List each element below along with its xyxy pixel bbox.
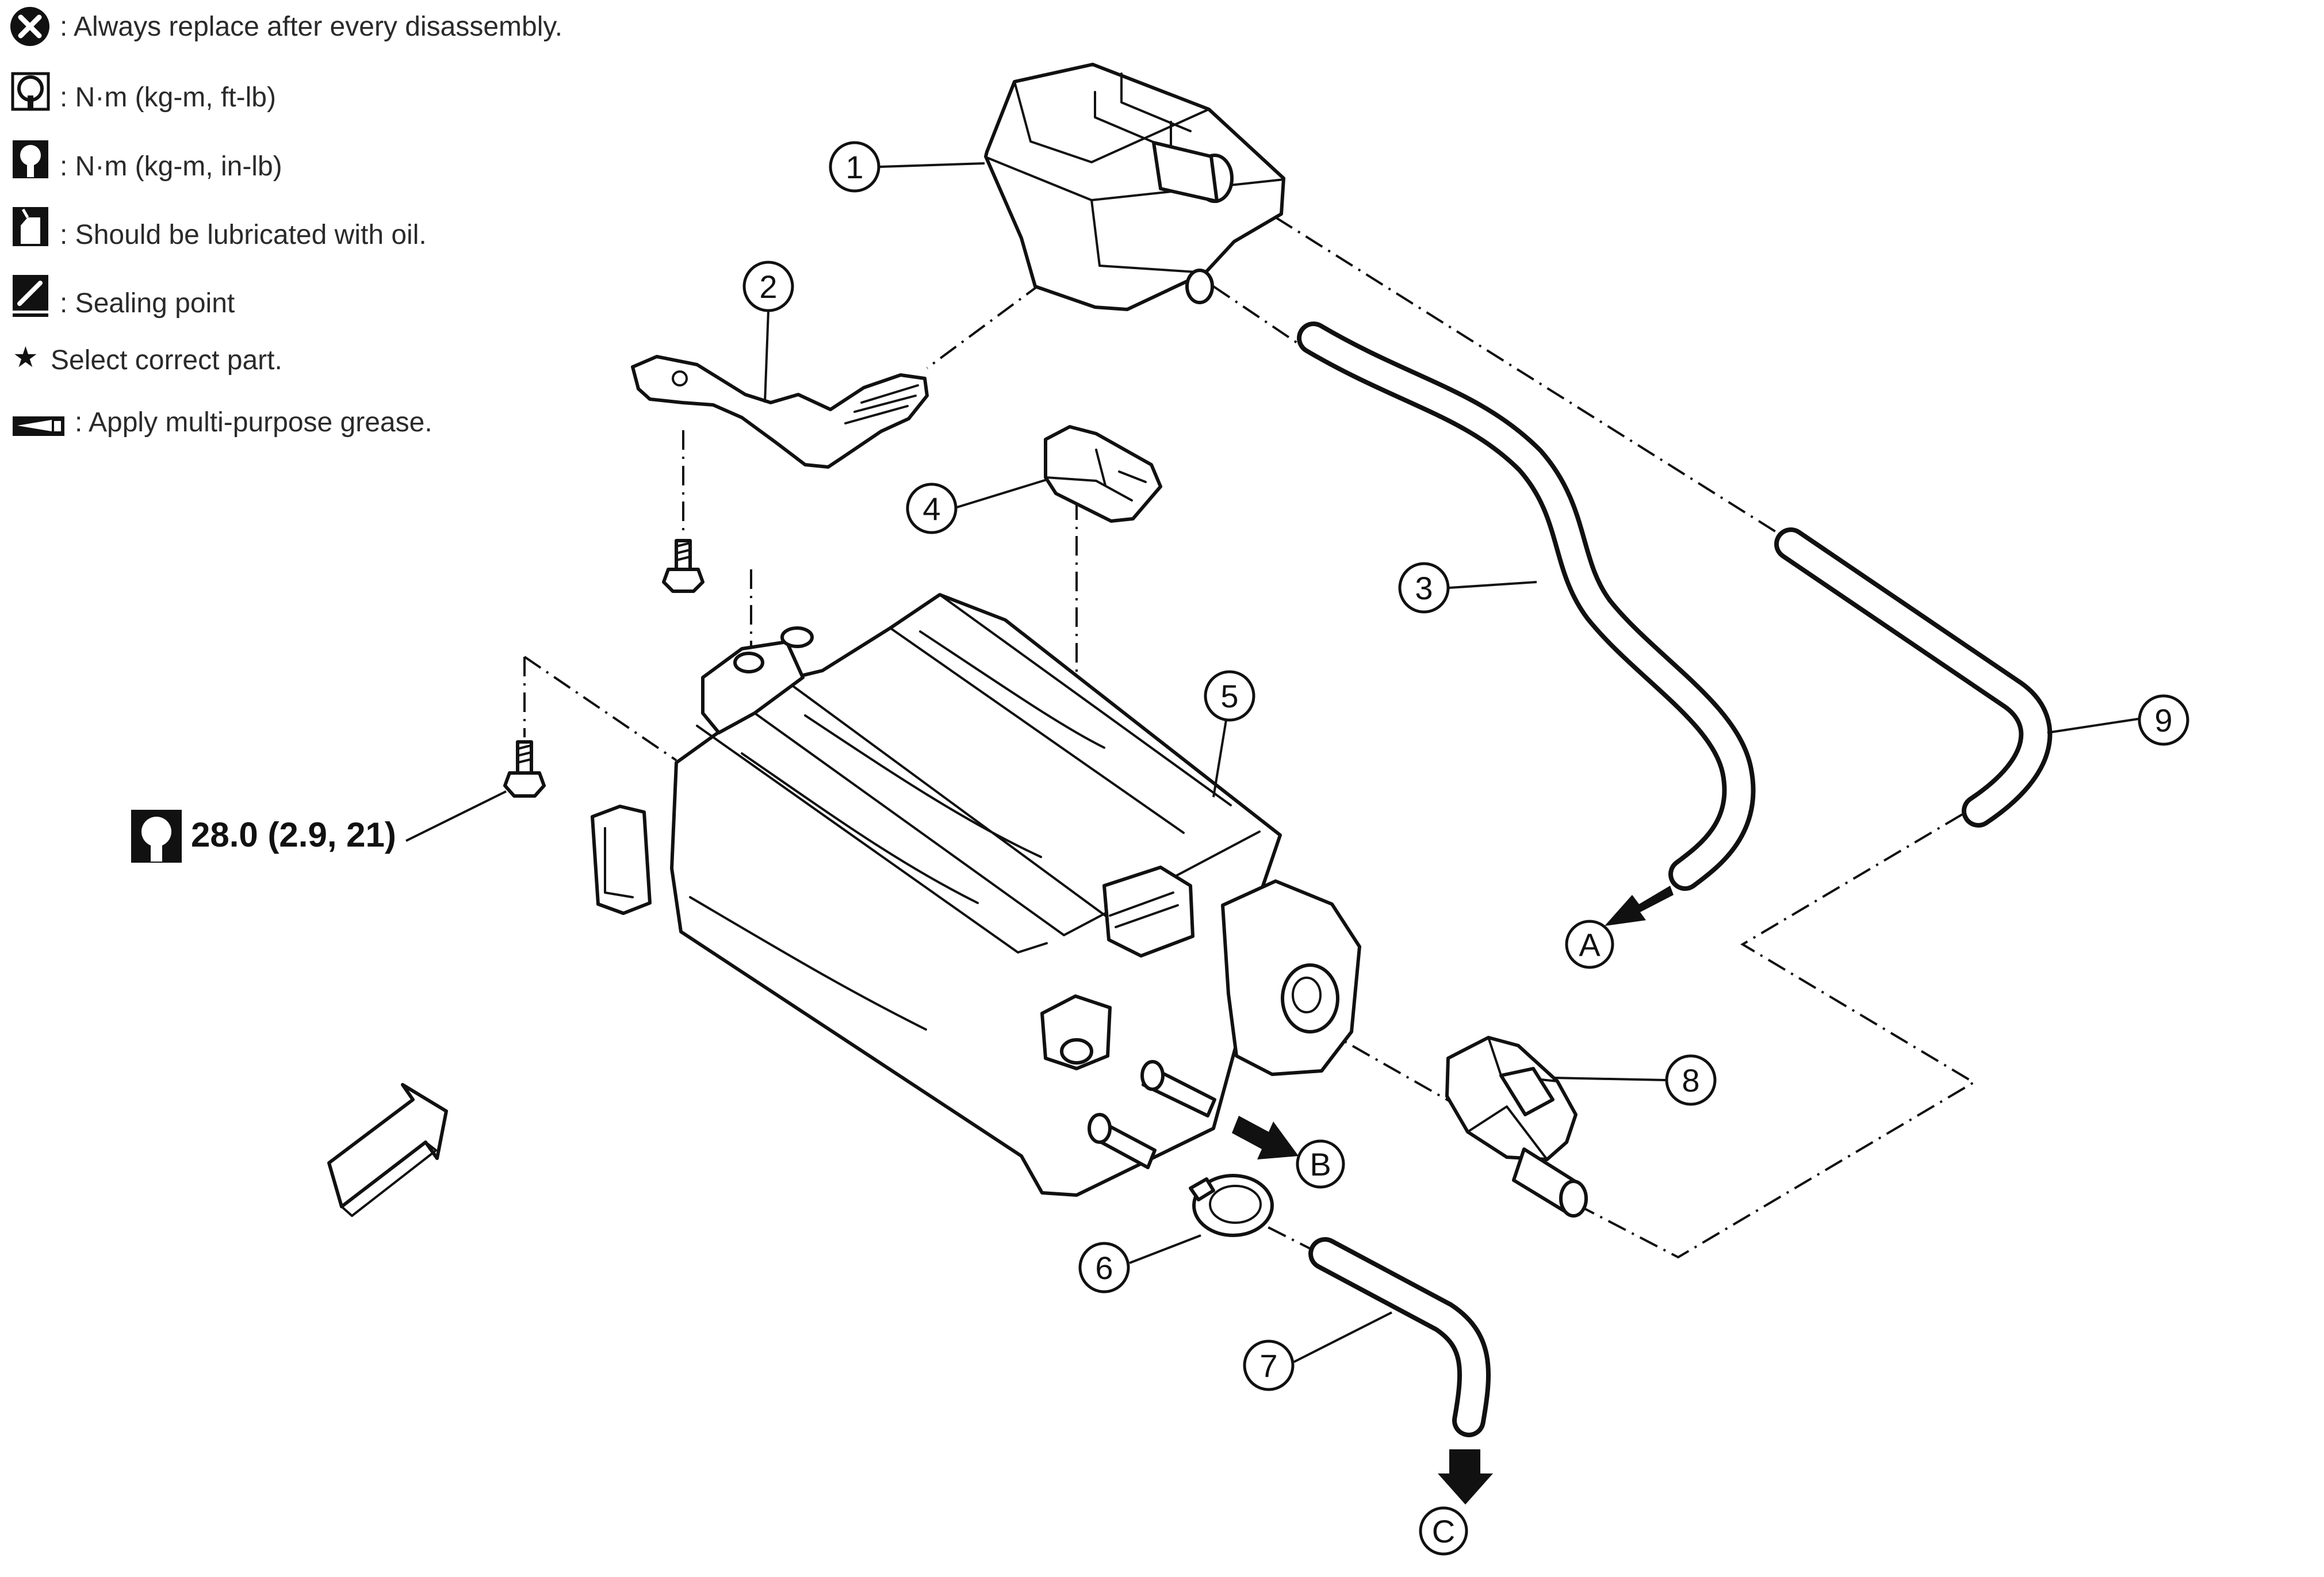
legend-select-text: Select correct part. [51, 345, 282, 376]
callout-3: 3 [1398, 562, 1537, 614]
part-4-clip [1044, 425, 1162, 523]
callout-8-label: 8 [1682, 1062, 1699, 1098]
torque-wrench-icon [131, 810, 182, 863]
callout-6-label: 6 [1095, 1250, 1113, 1286]
callout-1: 1 [829, 141, 985, 193]
legend-replace-text: : Always replace after every disassembly… [60, 12, 562, 42]
torque-inlb-icon [13, 140, 48, 178]
callout-2: 2 [742, 261, 794, 403]
callout-2-label: 2 [759, 269, 777, 305]
legend-torque-ftlb-text: : N·m (kg-m, ft-lb) [60, 82, 276, 113]
part-1-drain-filter [984, 63, 1285, 311]
assembly-lines [523, 216, 1976, 1259]
connection-c-label: C [1432, 1513, 1455, 1549]
bolt-lower [503, 740, 546, 798]
flow-arrow-a [1605, 886, 1674, 926]
sealing-icon [13, 275, 48, 317]
legend-grease-text: : Apply multi-purpose grease. [75, 407, 432, 438]
callout-7: 7 [1243, 1311, 1392, 1391]
part-3-hose [1297, 321, 1756, 891]
grease-icon [13, 416, 64, 436]
connection-c: C [1419, 1506, 1468, 1556]
callout-4: 4 [906, 479, 1047, 534]
part-6-hose-clamp [1189, 1174, 1274, 1237]
torque-leader [405, 790, 507, 842]
part-9-hose [1774, 527, 2053, 828]
flow-arrow-c [1438, 1449, 1493, 1505]
connection-a-label: A [1579, 927, 1601, 963]
callout-9: 9 [2047, 694, 2189, 746]
part-5-evap-canister [591, 593, 1361, 1197]
bolt-upper [662, 539, 705, 593]
callout-5: 5 [1204, 670, 1255, 798]
callout-8: 8 [1552, 1054, 1717, 1106]
torque-spec: 28.0 (2.9, 21) [131, 790, 507, 863]
legend: : Always replace after every disassembly… [10, 7, 562, 438]
part-2-bracket [631, 355, 929, 469]
legend-oil-text: : Should be lubricated with oil. [60, 220, 427, 250]
replace-icon [10, 7, 49, 46]
callout-1-label: 1 [845, 149, 863, 185]
oil-can-icon [13, 207, 48, 246]
callout-5-label: 5 [1220, 678, 1238, 714]
callout-4-label: 4 [922, 491, 940, 527]
part-8-vent-control-valve [1445, 1036, 1588, 1218]
callout-9-label: 9 [2154, 702, 2172, 738]
connection-a: A [1565, 920, 1614, 969]
legend-sealing-text: : Sealing point [60, 288, 235, 319]
flow-arrow-b [1232, 1116, 1299, 1159]
callout-3-label: 3 [1415, 570, 1433, 606]
part-7-hose [1308, 1237, 1491, 1437]
callout-6: 6 [1078, 1234, 1201, 1293]
star-icon: ★ [13, 341, 39, 373]
torque-value: 28.0 (2.9, 21) [191, 816, 396, 854]
connection-b: B [1296, 1139, 1345, 1189]
torque-ftlb-icon [11, 72, 50, 111]
front-direction-arrow-icon [327, 1083, 448, 1217]
legend-torque-inlb-text: : N·m (kg-m, in-lb) [60, 151, 282, 182]
callout-7-label: 7 [1259, 1348, 1277, 1384]
connection-b-label: B [1310, 1146, 1331, 1182]
